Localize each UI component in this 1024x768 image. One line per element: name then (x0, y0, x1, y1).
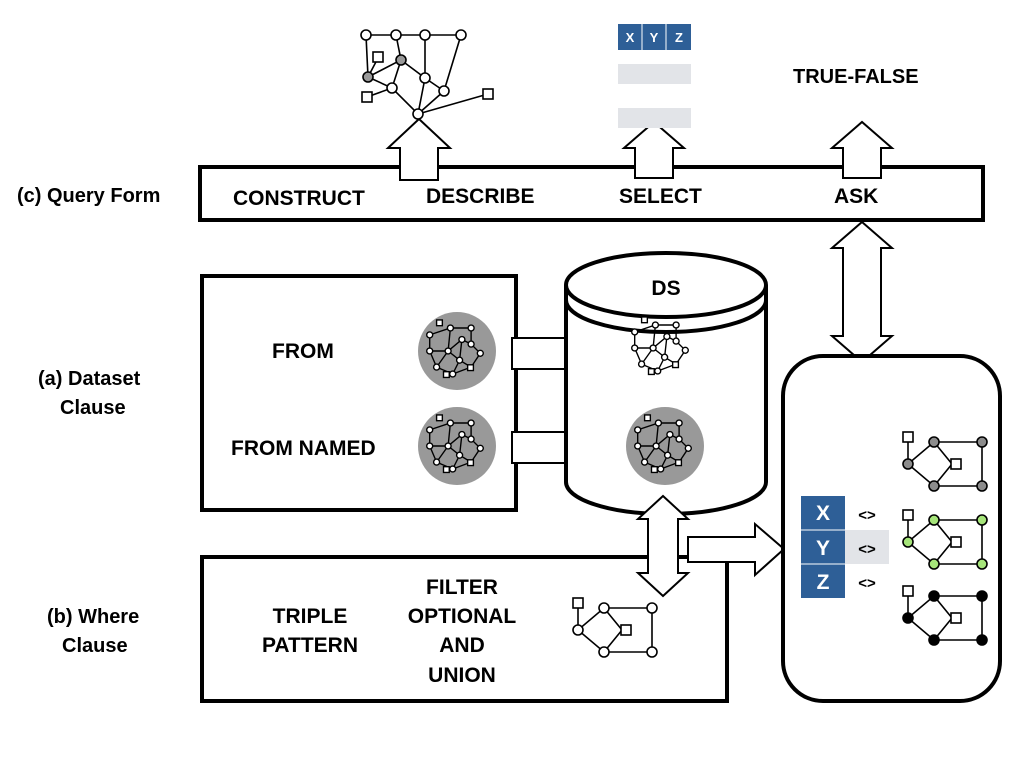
select-header-x (618, 24, 642, 50)
from-named-label: FROM NAMED (231, 437, 376, 460)
select-col-y: Y (650, 30, 659, 45)
ask-up-arrow (829, 120, 895, 179)
from-named-dataset-icon (418, 407, 496, 485)
result-panel: X Y Z <> <> <> (781, 354, 1002, 703)
true-false-label: TRUE-FALSE (793, 66, 919, 88)
store-named-graph-icon (626, 407, 704, 485)
result-op-2: <> (858, 541, 876, 558)
store-where-double-arrow (635, 494, 691, 598)
describe-label: DESCRIBE (426, 185, 535, 208)
triple-pattern-line-2: PATTERN (262, 634, 358, 657)
where-side-label-1: (b) Where (47, 606, 139, 628)
where-box (200, 555, 729, 703)
select-label: SELECT (619, 185, 702, 208)
select-header-y (642, 24, 666, 50)
construct-label: CONSTRUCT (233, 187, 365, 210)
result-graph-green (902, 509, 988, 570)
query-form-section: (c) Query Form CONSTRUCT DESCRIBE SELECT… (17, 24, 985, 222)
select-row-2 (618, 108, 691, 128)
select-col-z: Z (675, 30, 683, 45)
from-label: FROM (272, 340, 334, 363)
result-var-z: Z (817, 571, 830, 594)
select-header-z (666, 24, 691, 50)
select-row-1 (618, 64, 691, 84)
filter-line-2: OPTIONAL (408, 605, 517, 628)
where-section: (b) Where Clause TRIPLE PATTERN FILTER O… (47, 555, 729, 703)
dataset-side-label-1: (a) Dataset (38, 368, 141, 390)
dataset-side-label-2: Clause (60, 397, 126, 419)
result-graph-black (902, 585, 988, 646)
construct-up-arrow (385, 117, 453, 181)
dataset-section: (a) Dataset Clause FROM FROM NAMED DS (38, 251, 768, 516)
filter-line-3: AND (439, 634, 485, 657)
query-form-side-label: (c) Query Form (17, 185, 160, 207)
select-col-x: X (626, 30, 635, 45)
where-side-label-2: Clause (62, 635, 128, 657)
ds-label: DS (651, 277, 680, 300)
result-op-3: <> (858, 575, 876, 592)
to-result-right-arrow (687, 521, 786, 578)
result-var-y: Y (816, 537, 830, 560)
result-graph-gray (902, 431, 988, 492)
result-var-x: X (816, 502, 830, 525)
where-pattern-graph (572, 597, 658, 658)
filter-line-4: UNION (428, 664, 496, 687)
ask-double-arrow (829, 220, 895, 364)
select-result-table: X Y Z (618, 24, 691, 128)
filter-line-1: FILTER (426, 576, 498, 599)
dataset-store-cylinder (564, 251, 768, 516)
triple-pattern-line-1: TRIPLE (273, 605, 348, 628)
result-op-1: <> (858, 507, 876, 524)
from-dataset-icon (418, 312, 496, 390)
select-up-arrow (621, 120, 687, 179)
construct-result-nodes (360, 29, 494, 120)
ask-label: ASK (834, 185, 878, 208)
